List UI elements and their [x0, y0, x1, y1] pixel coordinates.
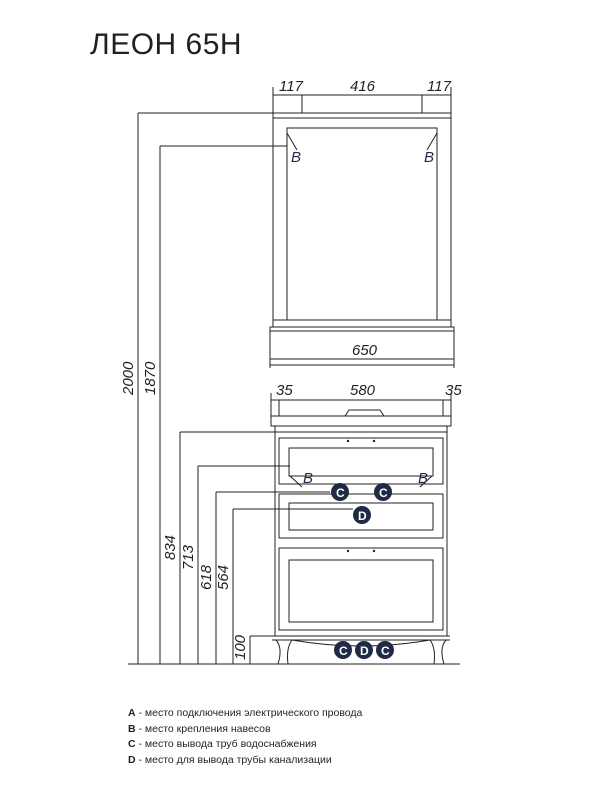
- mirror-dim-right: 117: [427, 78, 452, 95]
- legend: A - место подключения электрического про…: [128, 706, 362, 768]
- cabinet-marker-b-right: B: [418, 470, 428, 487]
- height-713: 713: [180, 544, 197, 570]
- mirror-dim-width: 650: [352, 342, 378, 359]
- drawer-handles: [346, 439, 376, 553]
- mirror-dim-left: 117: [279, 78, 304, 95]
- mirror-marker-b-left: B: [291, 149, 301, 166]
- cabinet-dim-right: 35: [445, 382, 462, 399]
- marker-d-bottom: D: [355, 641, 373, 659]
- marker-d-middle: D: [353, 506, 371, 524]
- svg-text:D: D: [358, 509, 367, 523]
- cabinet-drawing: [270, 393, 452, 665]
- height-2000: 2000: [120, 361, 137, 396]
- height-618: 618: [198, 564, 215, 590]
- legend-item-d: D - место для вывода трубы канализации: [128, 753, 332, 766]
- svg-text:C: C: [381, 644, 390, 658]
- marker-c-top-left: C: [331, 483, 349, 501]
- cabinet-dim-center: 580: [350, 382, 376, 399]
- mirror-marker-b-right: B: [424, 149, 434, 166]
- mirror-drawing: [269, 87, 455, 368]
- svg-text:D: D: [360, 644, 369, 658]
- cabinet-marker-b-left: B: [303, 470, 313, 487]
- height-dimensions: [128, 112, 460, 665]
- legend-item-c: C - место вывода труб водоснабжения: [128, 738, 317, 750]
- cabinet-dim-left: 35: [276, 382, 293, 399]
- height-834: 834: [162, 535, 179, 560]
- legend-item-a: A - место подключения электрического про…: [128, 707, 363, 719]
- svg-text:C: C: [336, 486, 345, 500]
- mirror-dim-center: 416: [350, 78, 376, 95]
- height-1870: 1870: [142, 361, 159, 395]
- page-title: ЛЕОН 65Н: [90, 28, 243, 61]
- svg-text:C: C: [379, 486, 388, 500]
- height-100: 100: [232, 634, 249, 660]
- marker-c-bottom-right: C: [376, 641, 394, 659]
- height-564: 564: [215, 565, 232, 590]
- legend-item-b: B - место крепления навесов: [128, 722, 271, 735]
- svg-text:C: C: [339, 644, 348, 658]
- marker-c-bottom-left: C: [334, 641, 352, 659]
- marker-c-top-right: C: [374, 483, 392, 501]
